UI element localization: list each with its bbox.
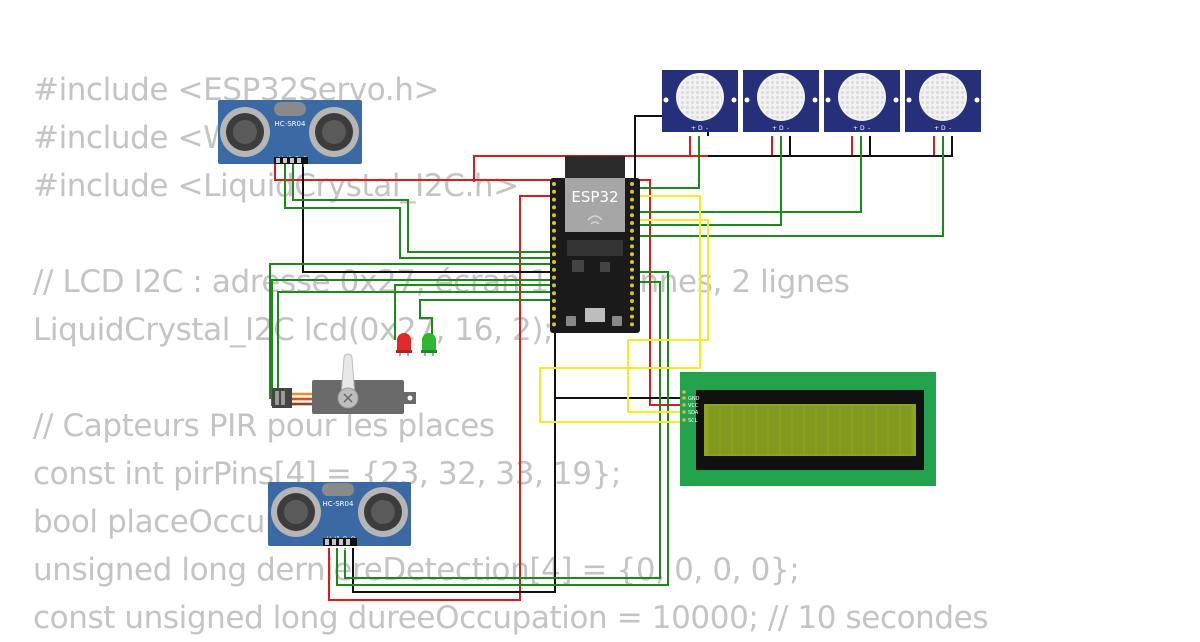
pir-pin-vcc-label: + <box>772 125 777 132</box>
esp32-module-shield <box>565 178 625 232</box>
code-line-6: LiquidCrystal_I2C lcd(0x27, 16, 2); <box>33 312 554 348</box>
pir-pin-out-label: D <box>941 125 946 132</box>
pir-sensor-4[interactable]: + D - <box>905 70 981 132</box>
esp32-chip-row <box>567 240 623 256</box>
pir-pin-out-label: D <box>860 125 865 132</box>
esp32-pin <box>552 291 556 296</box>
esp32-pin <box>630 189 634 194</box>
esp32-label: ESP32 <box>571 188 618 206</box>
esp32-pin <box>552 299 556 303</box>
esp32-pin <box>630 221 634 225</box>
pir-pin-vcc-label: + <box>853 125 858 132</box>
lcd-display[interactable]: GND VCC SDA SCL <box>680 372 936 486</box>
esp32-pin <box>630 205 634 210</box>
esp32-pin <box>552 189 556 194</box>
esp32-pin <box>630 275 634 280</box>
lcd-pin-scl-label: SCL <box>688 418 698 424</box>
en-button[interactable] <box>566 316 576 326</box>
pir-pin-vcc-label: + <box>691 125 696 132</box>
esp32-left-pins <box>552 182 556 327</box>
esp32-pin <box>552 322 556 327</box>
esp32-pin <box>552 306 556 311</box>
lcd-pin-gnd-label: GND <box>688 396 700 402</box>
esp32-pin <box>552 182 556 186</box>
esp32-pin <box>552 197 556 202</box>
ultrasonic-sensor-top[interactable]: HC-SR04 VCC TRIG ECHO GND <box>218 100 362 170</box>
pir-pin-gnd-label: - <box>949 125 951 132</box>
esp32-right-pins <box>630 182 634 327</box>
esp32-pin <box>552 213 556 218</box>
esp32-pin <box>552 244 556 249</box>
ultrasonic-sensor-bottom[interactable]: HC-SR04 VCC TRIG ECHO GND <box>268 482 411 550</box>
esp32-pin <box>630 267 634 272</box>
esp32-pin <box>552 260 556 264</box>
ultrasonic-model-label: HC-SR04 <box>275 120 306 128</box>
yellow-wires <box>539 195 709 423</box>
pir-pin-gnd-label: - <box>868 125 870 132</box>
servo-horn <box>340 353 356 399</box>
servo-screw-icon <box>343 393 353 403</box>
lcd-pin-vcc-label: VCC <box>688 403 699 409</box>
esp32-pin <box>630 213 634 218</box>
esp32-pin <box>630 182 634 186</box>
esp32-pin <box>552 283 556 288</box>
esp32-pin <box>630 283 634 288</box>
led-green[interactable] <box>421 333 437 356</box>
esp32-pin <box>630 306 634 311</box>
pir-pin-out-label: D <box>698 125 703 132</box>
pir-sensor-3[interactable]: + D - <box>824 70 900 132</box>
led-red[interactable] <box>396 333 412 356</box>
boot-button[interactable] <box>612 316 622 326</box>
wifi-icon <box>587 215 603 225</box>
esp32-pin <box>630 299 634 303</box>
esp32-antenna <box>565 156 625 180</box>
code-line-8: // Capteurs PIR pour les places <box>33 408 495 444</box>
servo-motor[interactable] <box>272 353 416 414</box>
esp32-pin <box>630 197 634 202</box>
esp32-pin <box>630 260 634 264</box>
ultrasonic-model-label: HC-SR04 <box>323 500 354 508</box>
code-line-12: const unsigned long dureeOccupation = 10… <box>33 600 989 636</box>
pir-pin-vcc-label: + <box>934 125 939 132</box>
code-line-3: #include <LiquidCrystal_I2C.h> <box>33 168 519 204</box>
esp32-pin <box>630 291 634 296</box>
esp32-pin <box>630 228 634 233</box>
pir-pin-out-label: D <box>779 125 784 132</box>
esp32-pin <box>630 314 634 319</box>
pir-pin-gnd-label: - <box>787 125 789 132</box>
pir-pin-gnd-label: - <box>706 125 708 132</box>
esp32-pin <box>552 252 556 257</box>
esp32-pin <box>552 267 556 272</box>
crystal-oscillator <box>322 483 354 496</box>
esp32-pin <box>552 221 556 225</box>
esp32-pin <box>552 275 556 280</box>
esp32-pin <box>552 314 556 319</box>
esp32-pin <box>630 322 634 327</box>
esp32-pin <box>552 205 556 210</box>
esp32-pin <box>630 236 634 241</box>
crystal-oscillator <box>274 102 306 116</box>
esp32-pin <box>552 236 556 241</box>
esp32-pin <box>630 244 634 249</box>
usb-port <box>585 308 605 322</box>
esp32-pin <box>552 228 556 233</box>
pir-sensor-1[interactable]: + D - <box>662 70 738 132</box>
lcd-pin-sda-label: SDA <box>688 410 699 416</box>
esp32-pin <box>630 252 634 257</box>
esp32-board[interactable]: ESP32 <box>550 156 640 333</box>
pir-sensor-2[interactable]: + D - <box>743 70 819 132</box>
